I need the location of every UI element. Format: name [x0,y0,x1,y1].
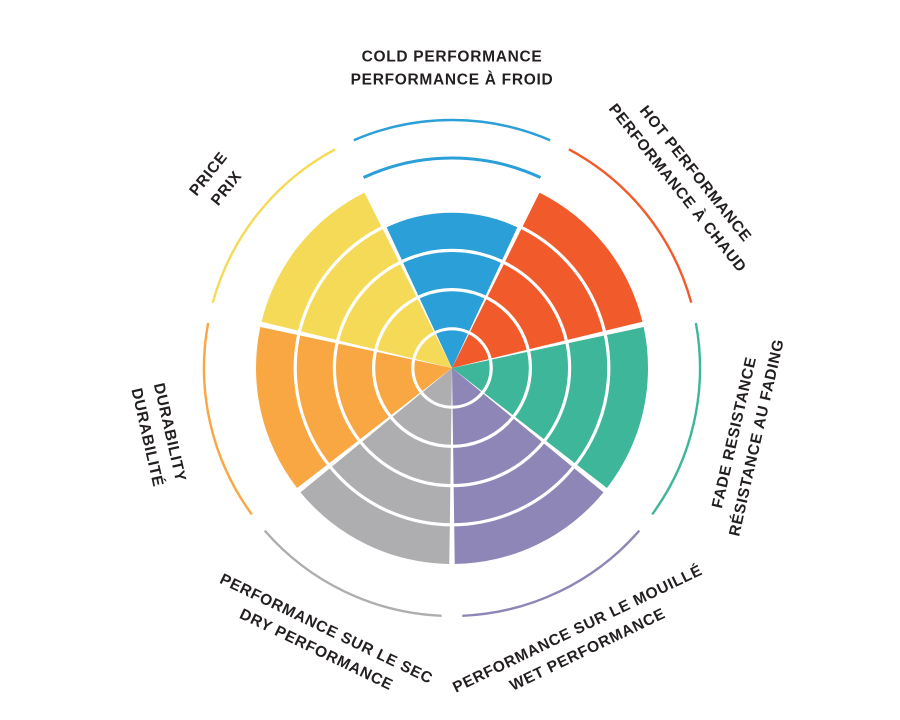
wedge-dry-performance [300,368,452,564]
outer-accent-arc-durability [202,322,253,516]
rating-ring-3 [332,248,572,488]
wedge-hot-performance [452,192,643,368]
rating-ring-1 [411,327,493,409]
segment-label-dry-performance-inner: PERFORMANCE SUR LE SEC [217,571,435,688]
wedge-wet-performance [452,368,604,564]
outer-accent-arc-cold-performance [353,118,551,142]
max-scale-arc-cold-performance [362,156,542,179]
rating-ring-4 [293,209,611,527]
wedge-fade-resistance [452,327,648,489]
rating-ring-2 [372,288,533,449]
outer-accent-arc-fade-resistance [651,322,702,516]
outer-accent-arc-wet-performance [462,529,641,617]
segment-label-cold-performance-inner: PERFORMANCE À FROID [351,71,554,88]
outer-accent-arc-price [211,148,336,304]
outer-accent-arc-hot-performance [568,148,693,304]
wedge-durability [256,327,452,489]
outer-accent-arc-dry-performance [263,529,442,617]
segment-label-cold-performance-outer: COLD PERFORMANCE [362,48,543,65]
wedge-price [261,192,452,368]
segment-label-hot-performance-inner: PERFORMANCE À CHAUD [605,101,750,276]
